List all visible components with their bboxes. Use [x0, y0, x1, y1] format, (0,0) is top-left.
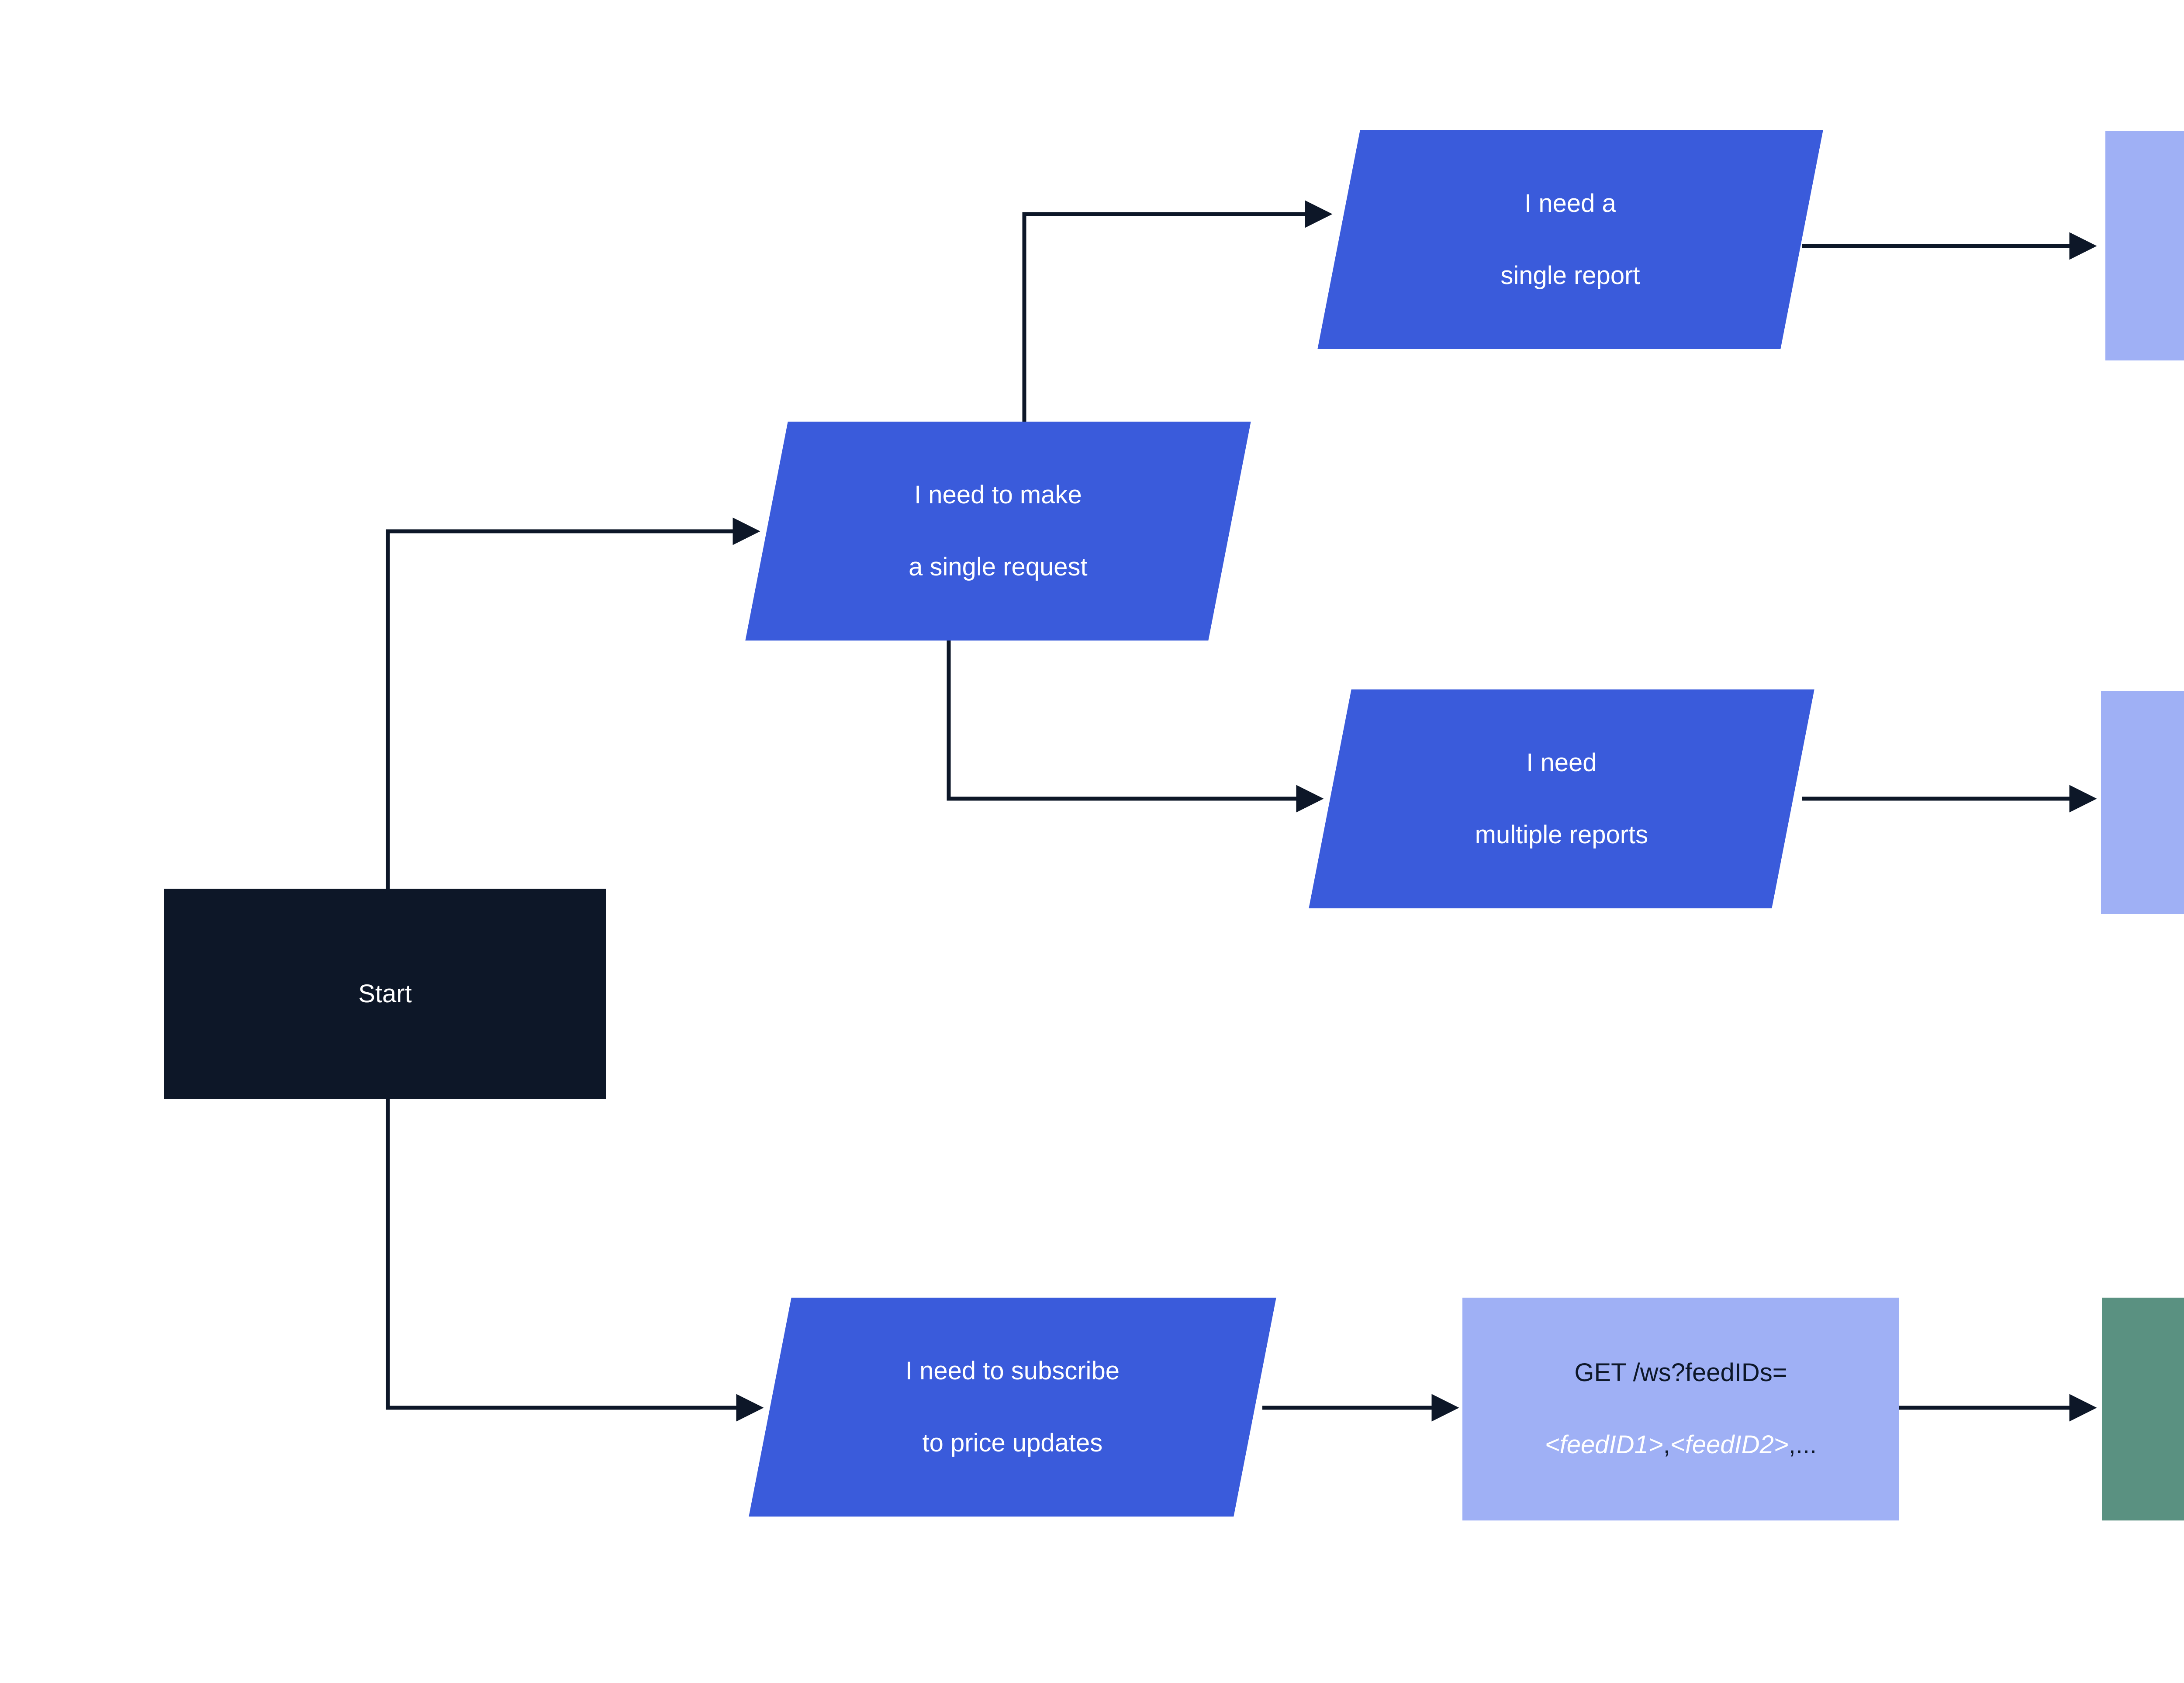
decision-single-report-line-2: single report [1500, 261, 1640, 290]
edge-single-request-to-multiple-reports [947, 641, 1324, 813]
node-decision-single-report-label: I need a single report [1339, 150, 1802, 330]
decision-multiple-reports-line-1: I need [1526, 748, 1597, 777]
endpoint-ws-separator: , [1663, 1430, 1670, 1459]
endpoint-ws-placeholder-feedid2: <feedID2> [1670, 1430, 1789, 1459]
node-start[interactable]: Start [164, 889, 606, 1099]
edge-start-to-subscribe [386, 1099, 764, 1422]
decision-single-report-line-1: I need a [1524, 189, 1616, 218]
node-decision-single-report[interactable]: I need a single report [1317, 130, 1823, 349]
node-endpoint-bulk[interactable]: GET /reports/bulk? feedIDs=<feedID1>,<fe… [2101, 691, 2184, 914]
node-decision-single-request-label: I need to make a single request [767, 441, 1230, 621]
decision-single-request-line-2: a single request [909, 552, 1088, 581]
node-endpoint-single[interactable]: GET /reports?feedID=<feedID>& timestamp=… [2105, 131, 2184, 360]
node-start-label: Start [358, 979, 412, 1008]
endpoint-ws-line-1: GET /ws?feedIDs= [1574, 1358, 1787, 1387]
decision-subscribe-line-1: I need to subscribe [905, 1356, 1120, 1385]
decision-single-request-line-1: I need to make [914, 480, 1082, 509]
edge-single-request-to-single-report [1022, 200, 1333, 422]
node-decision-single-request[interactable]: I need to make a single request [745, 422, 1251, 641]
node-endpoint-ws-label: GET /ws?feedIDs= <feedID1>,<feedID2>,... [1545, 1319, 1817, 1499]
node-response-ws[interactable]: [feedID1, report] [feedID2, report] ... [2102, 1298, 2184, 1520]
node-endpoint-ws[interactable]: GET /ws?feedIDs= <feedID1>,<feedID2>,... [1462, 1298, 1899, 1520]
node-decision-multiple-reports[interactable]: I need multiple reports [1309, 689, 1814, 908]
node-decision-multiple-reports-label: I need multiple reports [1330, 709, 1793, 889]
node-decision-subscribe-label: I need to subscribe to price updates [770, 1317, 1255, 1497]
endpoint-ws-ellipsis: ,... [1788, 1430, 1817, 1459]
edge-start-to-single-request [386, 517, 760, 889]
endpoint-ws-line-2: <feedID1>,<feedID2>,... [1545, 1427, 1817, 1463]
decision-subscribe-line-2: to price updates [922, 1428, 1103, 1457]
node-decision-subscribe[interactable]: I need to subscribe to price updates [749, 1298, 1276, 1517]
endpoint-ws-placeholder-feedid1: <feedID1> [1545, 1430, 1663, 1459]
decision-multiple-reports-line-2: multiple reports [1475, 820, 1648, 849]
